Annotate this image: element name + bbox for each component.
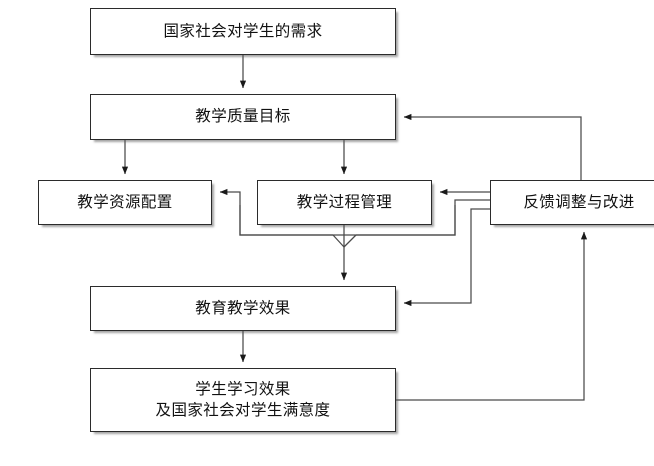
node-feedback-label: 反馈调整与改进 — [523, 192, 635, 211]
edge-satisfy-to-feedback — [396, 231, 588, 401]
node-demand-label: 国家社会对学生的需求 — [163, 21, 323, 40]
node-satisfy-label: 学生学习效果 及国家社会对学生满意度 — [155, 379, 331, 419]
node-effect-label: 教育教学效果 — [195, 298, 291, 317]
edge-funnel-left-taper — [332, 234, 345, 248]
node-process-label: 教学过程管理 — [296, 192, 393, 211]
edge-feedback-to-goal — [403, 113, 582, 180]
node-satisfy[interactable]: 学生学习效果 及国家社会对学生满意度 — [90, 368, 396, 432]
node-effect[interactable]: 教育教学效果 — [90, 286, 396, 331]
node-goal[interactable]: 教学质量目标 — [90, 94, 396, 140]
node-resource[interactable]: 教学资源配置 — [38, 180, 212, 225]
node-feedback[interactable]: 反馈调整与改进 — [490, 180, 654, 225]
node-process[interactable]: 教学过程管理 — [257, 180, 432, 225]
node-demand[interactable]: 国家社会对学生的需求 — [90, 8, 396, 55]
edge-funnel-right-taper — [343, 234, 357, 248]
node-goal-label: 教学质量目标 — [195, 107, 291, 126]
node-resource-label: 教学资源配置 — [77, 192, 173, 211]
